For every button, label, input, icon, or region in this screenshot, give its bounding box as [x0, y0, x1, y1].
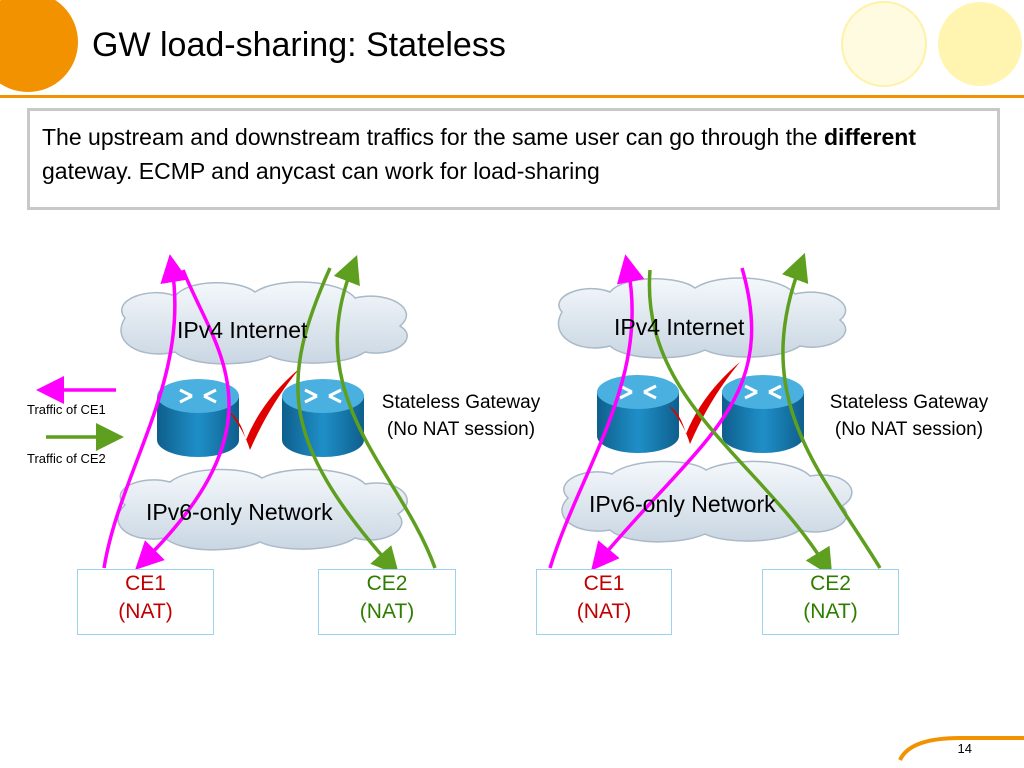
gateway-title-left: Stateless Gateway: [381, 392, 541, 413]
ce1-nat-right: (NAT): [576, 600, 632, 623]
slide-title: GW load-sharing: Stateless: [92, 26, 506, 64]
ce2-downstream-left: [296, 267, 400, 576]
ce1-name-right: CE1: [583, 572, 625, 595]
ipv6-cloud-left: [117, 468, 408, 551]
gateway-label-right: Stateless Gateway (No NAT session): [810, 389, 1008, 443]
ipv4-internet-label-right: IPv4 Internet: [614, 314, 745, 340]
footer-swoosh: [898, 736, 1024, 761]
header-circle-orange: [0, 0, 78, 92]
ipv4-internet-label-left: IPv4 Internet: [177, 317, 308, 343]
description-part1: The upstream and downstream traffics for…: [42, 124, 824, 150]
check-mark-right: [669, 362, 740, 444]
router-left-2: [282, 379, 364, 457]
ce2-nat-right: (NAT): [803, 600, 858, 623]
check-mark-left: [229, 368, 300, 450]
diagram-right: [548, 252, 882, 577]
gateway-label-left: Stateless Gateway (No NAT session): [362, 389, 560, 443]
description-part2: gateway. ECMP and anycast can work for l…: [42, 158, 600, 184]
page-number: 14: [957, 741, 972, 756]
ce2-box-right: CE2 (NAT): [762, 569, 899, 635]
ce2-nat-left: (NAT): [359, 600, 415, 623]
ce2-box-left: CE2 (NAT): [318, 569, 456, 635]
legend-ce1-label: Traffic of CE1: [27, 402, 106, 417]
description-box: The upstream and downstream traffics for…: [27, 108, 1000, 210]
ce1-nat-left: (NAT): [118, 600, 173, 623]
header-circle-yellow-right: [938, 2, 1022, 86]
gateway-subtitle-right: (No NAT session): [834, 419, 984, 440]
diagram-left: [102, 254, 437, 576]
gateway-title-right: Stateless Gateway: [829, 392, 989, 413]
ce1-box-left: CE1 (NAT): [77, 569, 214, 635]
ce1-downstream-left: [135, 269, 231, 570]
router-right-1: [597, 375, 679, 453]
description-text: The upstream and downstream traffics for…: [42, 120, 982, 188]
ce2-upstream-right: [781, 252, 882, 569]
ipv6-network-label-right: IPv6-only Network: [589, 491, 776, 517]
ce2-downstream-right: [647, 269, 833, 577]
ipv6-network-label-left: IPv6-only Network: [146, 499, 333, 525]
header-circle-yellow-left: [841, 1, 927, 87]
router-left-1: [157, 379, 239, 457]
ce1-name-left: CE1: [125, 572, 166, 595]
ce1-downstream-right: [591, 267, 754, 571]
ce2-name-left: CE2: [366, 572, 408, 595]
ipv4-cloud-left: [120, 281, 408, 365]
ce2-upstream-left: [333, 254, 437, 569]
legend-ce2-label: Traffic of CE2: [27, 451, 106, 466]
ce1-upstream-right: [548, 254, 645, 569]
description-bold: different: [824, 124, 916, 150]
ce1-box-right: CE1 (NAT): [536, 569, 672, 635]
ce2-name-right: CE2: [810, 572, 851, 595]
title-underline: [0, 95, 1024, 98]
ce1-upstream-left: [102, 254, 189, 569]
gateway-subtitle-left: (No NAT session): [386, 419, 536, 440]
